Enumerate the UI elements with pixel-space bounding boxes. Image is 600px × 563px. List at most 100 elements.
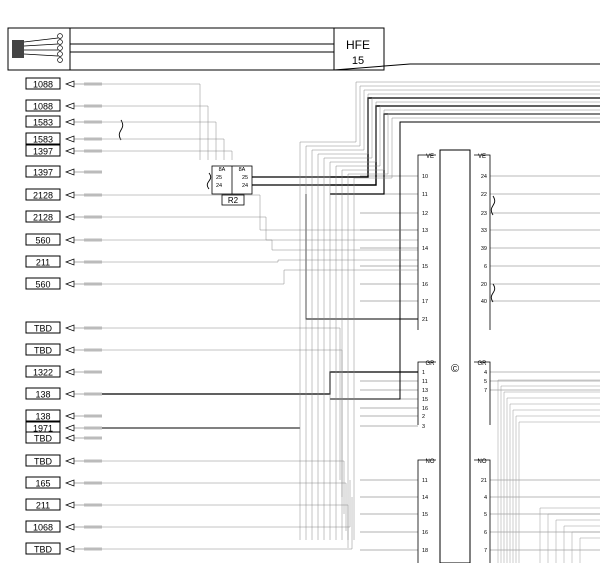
connector-ref: TBD bbox=[25, 343, 75, 356]
arrow-icon bbox=[65, 346, 75, 354]
connector-body bbox=[439, 149, 471, 563]
pin-number: 14 bbox=[422, 246, 428, 252]
pin-number: 12 bbox=[422, 211, 428, 217]
connector-number: 1583 bbox=[33, 118, 53, 128]
connector-number: TBD bbox=[34, 434, 53, 444]
arrow-icon bbox=[65, 390, 75, 398]
connector-box bbox=[25, 165, 61, 178]
arrow-icon bbox=[65, 434, 75, 442]
group-label: NO bbox=[426, 459, 435, 465]
pin-number: 22 bbox=[481, 192, 487, 198]
relay-col-label: 8A bbox=[239, 167, 246, 173]
pin-number: 11 bbox=[422, 192, 428, 198]
connector-number: TBD bbox=[34, 324, 53, 334]
group-label: VE bbox=[426, 154, 434, 160]
connector-box bbox=[25, 132, 61, 145]
connector-number: TBD bbox=[34, 545, 53, 555]
pin-number: 14 bbox=[422, 495, 428, 501]
arrow-icon bbox=[65, 80, 75, 88]
connector-number: 1088 bbox=[33, 80, 53, 90]
group-label: NO bbox=[478, 459, 487, 465]
pin-number: 23 bbox=[481, 211, 487, 217]
pin-number: 18 bbox=[422, 548, 428, 554]
connector-number: 211 bbox=[36, 258, 50, 268]
connector-ref: TBD bbox=[25, 454, 75, 467]
pin-number: 15 bbox=[422, 512, 428, 518]
pin-number: 1 bbox=[422, 370, 425, 376]
connector-ref: TBD bbox=[25, 431, 75, 444]
connector-number: 560 bbox=[35, 280, 50, 290]
wire-tag bbox=[84, 525, 102, 529]
connector-number: 1397 bbox=[33, 168, 53, 178]
wire-bundle bbox=[74, 81, 600, 563]
pin-number: 6 bbox=[484, 530, 487, 536]
wire-tag bbox=[84, 82, 102, 86]
header-strip: HFE 15 bbox=[7, 27, 600, 71]
arrow-icon bbox=[65, 368, 75, 376]
connector-ref: 1068 bbox=[25, 520, 75, 533]
pin-number: 21 bbox=[422, 317, 428, 323]
connector-ref: 211 bbox=[25, 255, 75, 268]
connector-ref: 1397 bbox=[25, 144, 75, 157]
connector-number: TBD bbox=[34, 346, 53, 356]
wire-tag bbox=[84, 215, 102, 219]
connector-number: TBD bbox=[34, 457, 53, 467]
arrow-icon bbox=[65, 213, 75, 221]
connector-ref: 560 bbox=[25, 233, 75, 246]
wire-tag bbox=[84, 503, 102, 507]
connector-box bbox=[25, 188, 61, 201]
arrow-icon bbox=[65, 457, 75, 465]
twisted-pair-icon bbox=[490, 283, 496, 303]
arrow-icon bbox=[65, 191, 75, 199]
arrow-icon bbox=[65, 280, 75, 288]
header-code: HFE bbox=[346, 38, 370, 52]
connector-number: 1322 bbox=[33, 368, 53, 378]
connector-box bbox=[25, 210, 61, 223]
arrow-icon bbox=[65, 147, 75, 155]
connector-box bbox=[25, 365, 61, 378]
wire-tag bbox=[84, 193, 102, 197]
left-connector-column: 1088108815831583139713972128212856021156… bbox=[25, 77, 75, 555]
wire-tag bbox=[84, 348, 102, 352]
relay-pin: 24 bbox=[242, 183, 248, 189]
plug-icon bbox=[12, 33, 63, 63]
wire-tag bbox=[84, 459, 102, 463]
pin-number: 21 bbox=[481, 478, 487, 484]
connector-box bbox=[25, 255, 61, 268]
twisted-pair-icon bbox=[206, 172, 212, 190]
connector-box bbox=[25, 431, 61, 444]
wire-tag bbox=[84, 547, 102, 551]
pin-number: 11 bbox=[422, 379, 428, 385]
connector-box bbox=[25, 277, 61, 290]
connector-number: 1971 bbox=[33, 424, 53, 434]
connector-box bbox=[25, 476, 61, 489]
wire-tag bbox=[84, 392, 102, 396]
connector-box bbox=[25, 99, 61, 112]
connector-box bbox=[25, 144, 61, 157]
pin-number: 16 bbox=[422, 530, 428, 536]
pin-number: 3 bbox=[422, 424, 425, 430]
connector-number: 1397 bbox=[33, 147, 53, 157]
header-number: 15 bbox=[352, 55, 364, 67]
connector-number: 2128 bbox=[33, 213, 53, 223]
connector-ref: 2128 bbox=[25, 188, 75, 201]
relay-pin: 25 bbox=[216, 175, 222, 181]
connector-box bbox=[25, 321, 61, 334]
arrow-icon bbox=[65, 236, 75, 244]
pin-number: 16 bbox=[422, 406, 428, 412]
connector-box bbox=[25, 343, 61, 356]
connector-number: 165 bbox=[35, 479, 50, 489]
connector-number: 138 bbox=[35, 390, 50, 400]
wire-tag bbox=[84, 238, 102, 242]
pin-number: 7 bbox=[484, 388, 487, 394]
connector-ref: 1583 bbox=[25, 132, 75, 145]
arrow-icon bbox=[65, 118, 75, 126]
connector-ref: 138 bbox=[25, 387, 75, 400]
connector-number: 1068 bbox=[33, 523, 53, 533]
wire-tag bbox=[84, 120, 102, 124]
wire-tag bbox=[84, 149, 102, 153]
